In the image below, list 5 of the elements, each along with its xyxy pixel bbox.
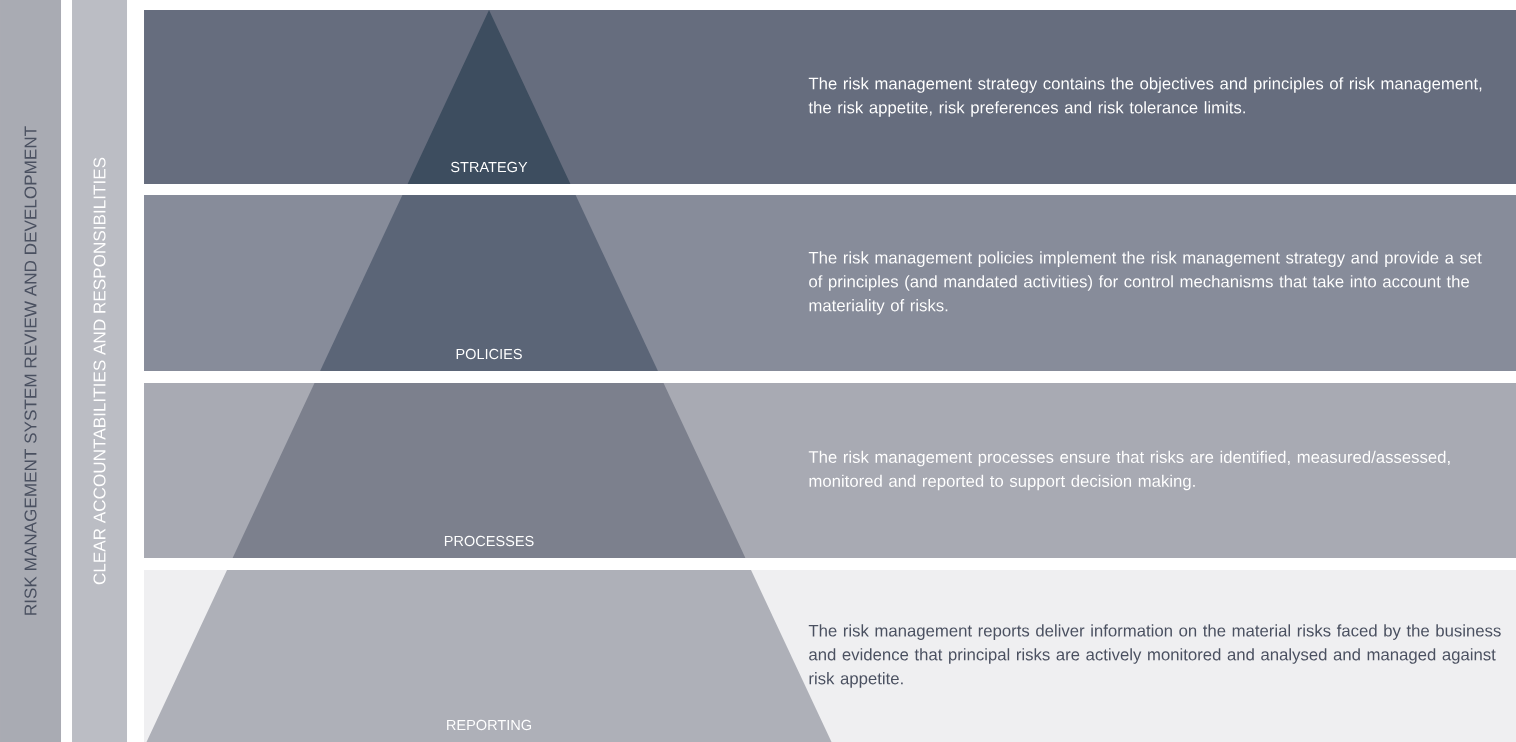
- pyramid-tier: STRATEGY: [407, 10, 571, 184]
- pyramid-tier: PROCESSES: [232, 383, 746, 558]
- vertical-band: RISK MANAGEMENT SYSTEM REVIEW AND DEVELOPMENT: [0, 0, 61, 742]
- vertical-band: CLEAR ACCOUNTABILITIES AND RESPONSIBILITIES: [72, 0, 127, 742]
- pyramid-tier: POLICIES: [320, 195, 658, 371]
